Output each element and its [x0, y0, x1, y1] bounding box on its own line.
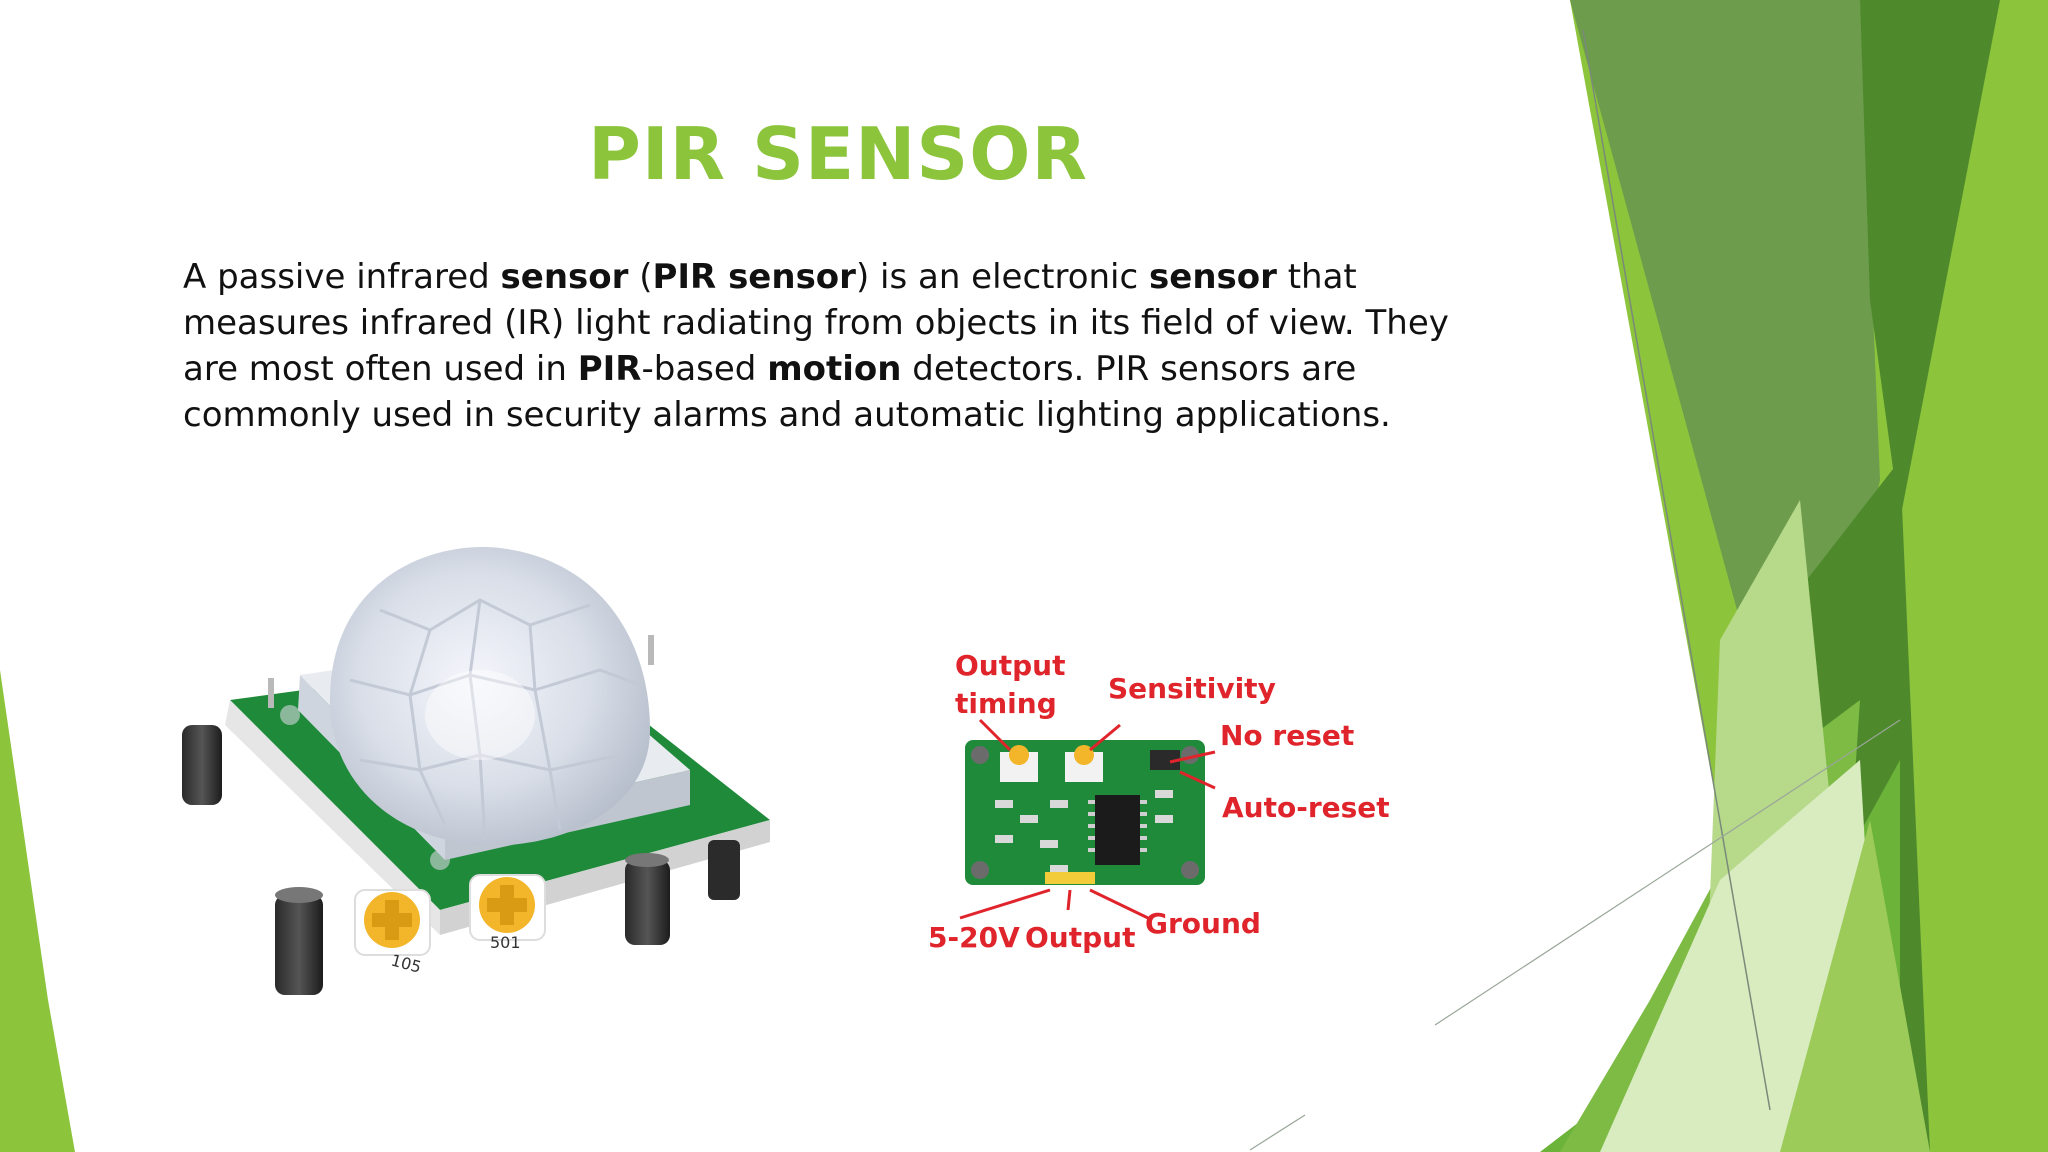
label-output-timing-line1: Output — [955, 649, 1065, 682]
paragraph-bold-segment: sensor — [500, 257, 629, 297]
pot-right-label: 501 — [490, 933, 521, 952]
pir-pinout-diagram: Output timing Sensitivity No reset Auto-… — [928, 649, 1390, 954]
label-ground: Ground — [1145, 907, 1261, 940]
paragraph-bold-segment: motion — [767, 349, 902, 389]
paragraph-segment: -based — [641, 349, 768, 389]
pir-sensor-photo: 105 501 — [182, 547, 770, 995]
paragraph-segment: A passive infrared — [183, 257, 501, 297]
label-voltage: 5-20V — [928, 921, 1020, 954]
description-paragraph: A passive infrared sensor (PIR sensor) i… — [183, 254, 1513, 438]
paragraph-bold-segment: sensor — [1149, 257, 1277, 297]
label-no-reset: No reset — [1220, 719, 1354, 752]
label-output-timing-line2: timing — [955, 687, 1057, 720]
label-output: Output — [1025, 921, 1135, 954]
label-auto-reset: Auto-reset — [1222, 791, 1390, 824]
paragraph-segment: that measures infrared (IR) light radiat… — [183, 257, 1449, 389]
paragraph-segment: detectors. PIR sensors are commonly used… — [183, 349, 1391, 435]
paragraph-bold-segment: PIR — [577, 349, 642, 389]
paragraph-bold-segment: PIR sensor — [652, 257, 856, 297]
label-sensitivity: Sensitivity — [1108, 672, 1276, 705]
paragraph-segment: ( — [628, 257, 653, 297]
slide-title: PIR SENSOR — [588, 112, 1088, 196]
paragraph-segment: ) is an electronic — [855, 257, 1150, 297]
